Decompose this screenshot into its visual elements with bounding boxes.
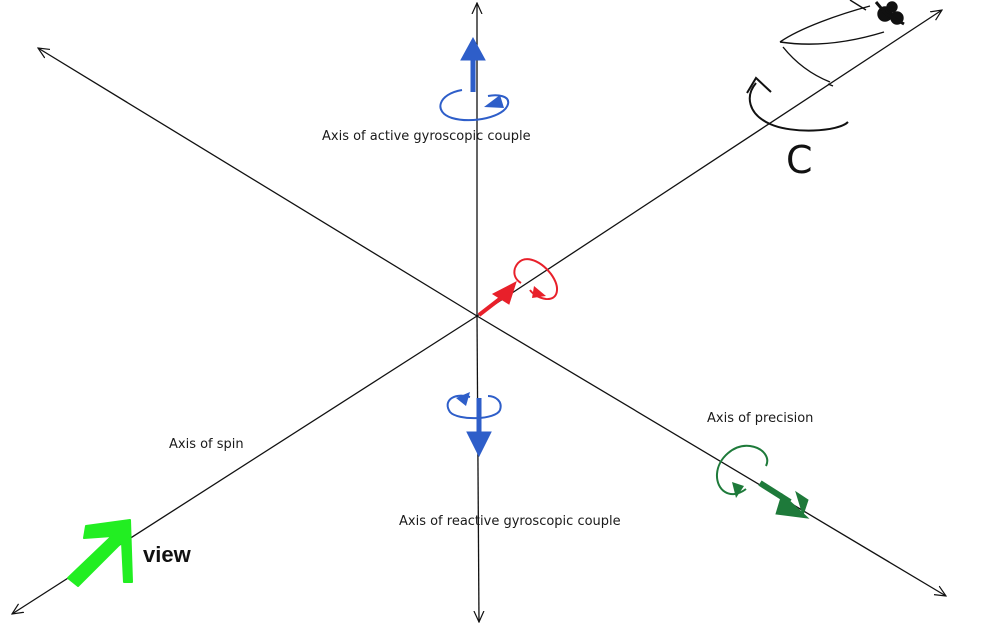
- vehicle-sketch: [779, 0, 905, 87]
- reactive-couple-rotation-icon: [446, 392, 502, 420]
- precession-axis-line-lower: [476, 315, 946, 596]
- vertical-axis-line-lower: [477, 315, 479, 622]
- precession-axis-line-upper: [38, 48, 478, 317]
- view-arrow-icon: [67, 519, 133, 587]
- reactive-couple-label: Axis of reactive gyroscopic couple: [399, 514, 621, 529]
- active-couple-label: Axis of active gyroscopic couple: [322, 129, 531, 144]
- spin-rotation-icon: [513, 258, 558, 301]
- couple-rotation-icon: [746, 76, 849, 132]
- reactive-couple-arrow: [466, 398, 492, 458]
- spin-arrow: [477, 280, 517, 317]
- couple-symbol: C: [786, 138, 813, 182]
- spin-axis-line-upper: [476, 10, 942, 317]
- view-label: view: [143, 542, 191, 567]
- precession-axis-label: Axis of precision: [707, 411, 814, 426]
- spin-axis-label: Axis of spin: [169, 437, 244, 452]
- precession-arrow: [758, 480, 810, 519]
- active-couple-rotation-icon: [439, 89, 510, 122]
- precession-rotation-icon: [715, 444, 769, 498]
- active-couple-arrow: [460, 36, 486, 92]
